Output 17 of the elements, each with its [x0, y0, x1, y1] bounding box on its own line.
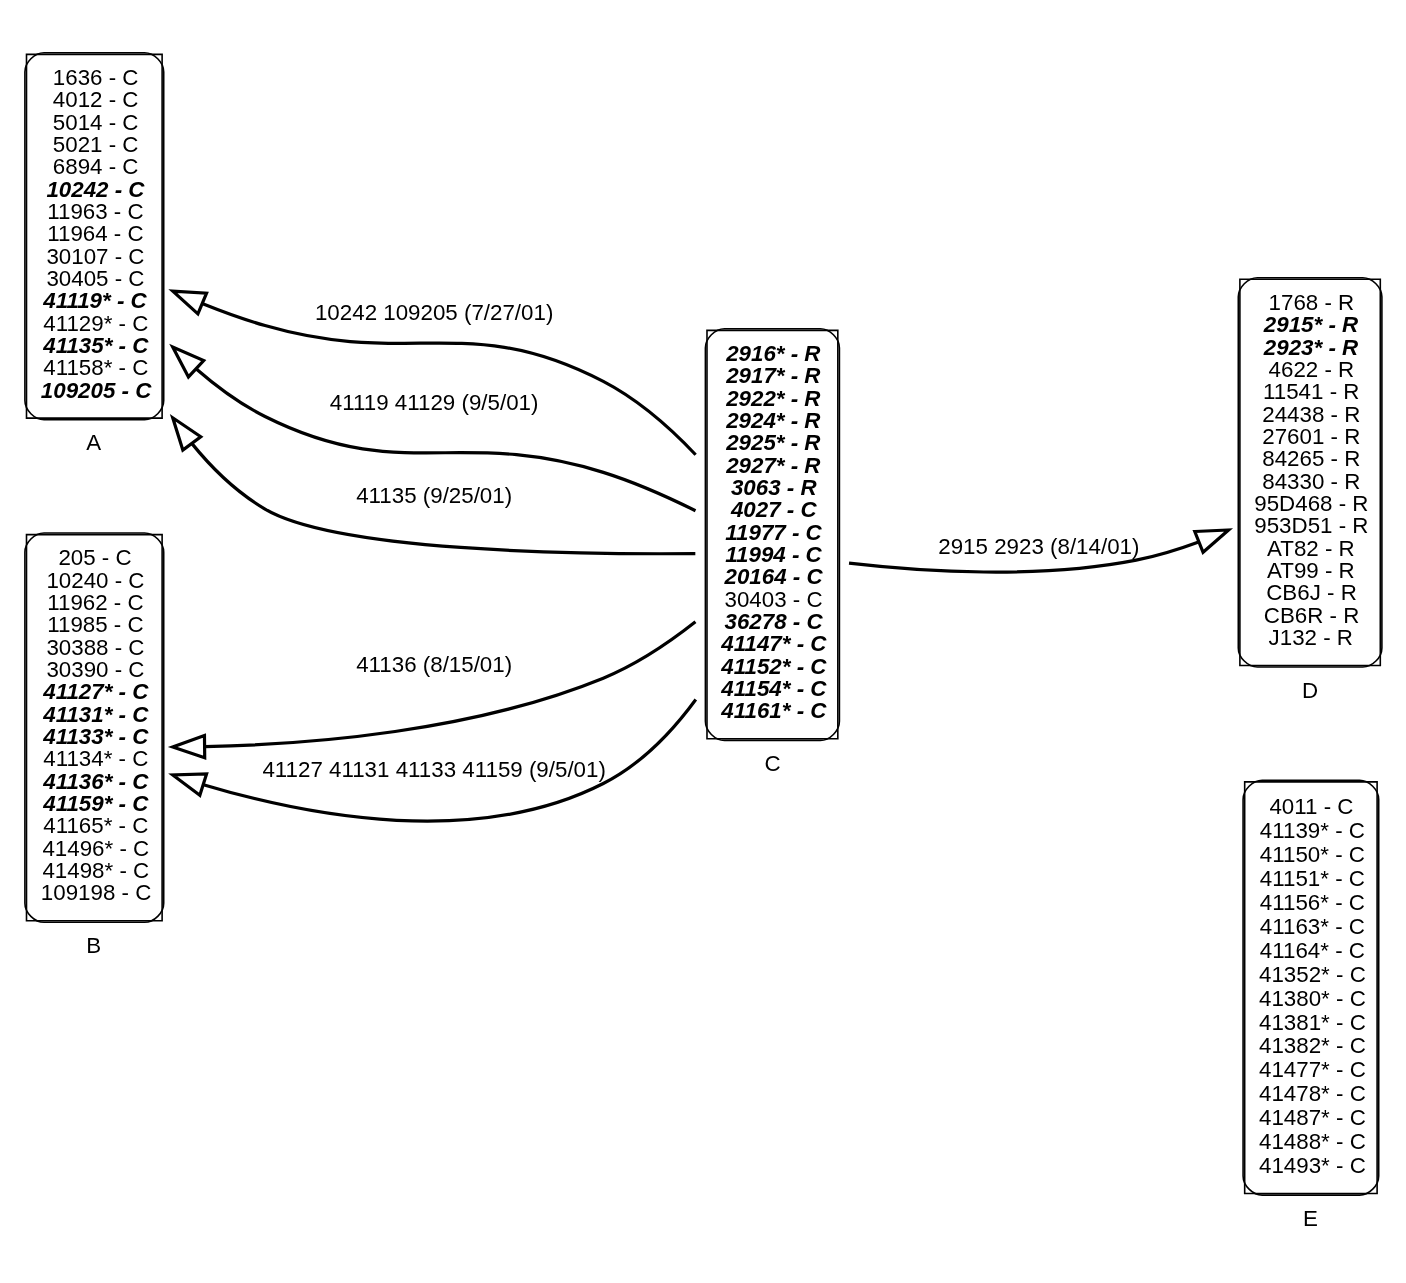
arrow — [167, 620, 697, 761]
edge-label: 41119 41129 (9/5/01) — [329, 390, 539, 416]
node-label: B — [86, 932, 102, 958]
arrow — [169, 343, 697, 513]
edge-label: 41127 41131 41133 41159 (9/5/01) — [262, 757, 606, 783]
arrow — [169, 413, 696, 556]
node-label: C — [764, 751, 781, 777]
node-label: E — [1302, 1205, 1318, 1231]
arrow — [848, 528, 1234, 574]
edge-label: 41136 (8/15/01) — [356, 652, 513, 678]
edge-label: 41135 (9/25/01) — [356, 483, 513, 509]
node-label: A — [86, 430, 102, 456]
edge-label: 10242 109205 (7/27/01) — [314, 299, 554, 325]
arrow — [168, 698, 698, 823]
arrow — [168, 289, 697, 456]
edge-label: 2915 2923 (8/14/01) — [938, 534, 1140, 560]
node-label: D — [1302, 677, 1319, 703]
